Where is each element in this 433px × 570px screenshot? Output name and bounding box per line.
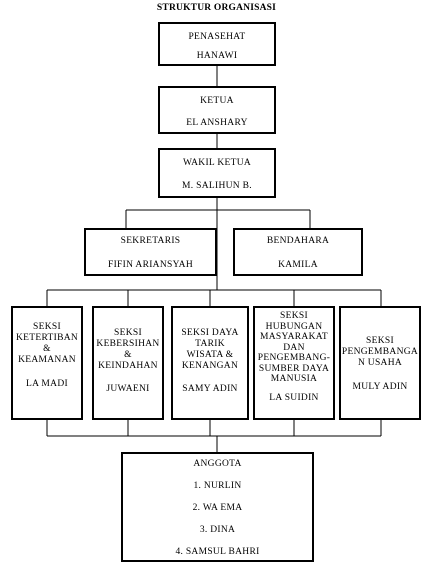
seksi-box-1: SEKSI KETERTIBAN & KEAMANAN LA MADI — [11, 306, 83, 420]
sekretaris-role: SEKRETARIS — [120, 236, 181, 246]
penasehat-box: PENASEHAT HANAWI — [158, 22, 276, 66]
anggota-member-2: 2. WA EMA — [192, 503, 243, 513]
sekretaris-box: SEKRETARIS FIFIN ARIANSYAH — [84, 228, 217, 276]
seksi-5-title: SEKSI PENGEMBANGA N USAHA — [341, 336, 419, 368]
bendahara-role: BENDAHARA — [266, 236, 330, 246]
anggota-member-3: 3. DINA — [199, 525, 236, 535]
anggota-member-4: 4. SAMSUL BAHRI — [175, 547, 260, 557]
anggota-member-1: 1. NURLIN — [193, 481, 242, 491]
seksi-3-name: SAMY ADIN — [182, 384, 238, 394]
wakil-ketua-name: M. SALIHUN B. — [182, 181, 252, 191]
anggota-label: ANGGOTA — [193, 459, 242, 469]
ketua-role: KETUA — [200, 96, 234, 106]
wakil-ketua-role: WAKIL KETUA — [182, 158, 252, 168]
ketua-box: KETUA EL ANSHARY — [158, 86, 276, 134]
seksi-4-title: SEKSI HUBUNGAN MASYARAKAT DAN PENGEMBANG… — [257, 311, 331, 384]
penasehat-role: PENASEHAT — [188, 32, 246, 42]
seksi-box-5: SEKSI PENGEMBANGA N USAHA MULY ADIN — [339, 306, 421, 420]
penasehat-name: HANAWI — [196, 51, 238, 61]
seksi-2-title: SEKSI KEBERSIHAN & KEINDAHAN — [96, 328, 160, 371]
seksi-1-title: SEKSI KETERTIBAN & KEAMANAN — [15, 322, 79, 365]
seksi-box-3: SEKSI DAYA TARIK WISATA & KENANGAN SAMY … — [171, 306, 249, 420]
chart-title: STRUKTUR ORGANISASI — [156, 3, 277, 13]
bendahara-name: KAMILA — [278, 260, 318, 270]
anggota-box: ANGGOTA 1. NURLIN 2. WA EMA 3. DINA 4. S… — [121, 452, 314, 562]
seksi-4-name: LA SUIDIN — [269, 392, 319, 403]
wakil-ketua-box: WAKIL KETUA M. SALIHUN B. — [158, 148, 276, 198]
seksi-3-title: SEKSI DAYA TARIK WISATA & KENANGAN — [181, 328, 239, 371]
seksi-box-4: SEKSI HUBUNGAN MASYARAKAT DAN PENGEMBANG… — [253, 306, 335, 420]
ketua-name: EL ANSHARY — [186, 118, 248, 128]
sekretaris-name: FIFIN ARIANSYAH — [108, 260, 193, 270]
seksi-2-name: JUWAENI — [106, 384, 150, 394]
seksi-1-name: LA MADI — [26, 379, 68, 389]
seksi-5-name: MULY ADIN — [352, 382, 408, 392]
seksi-box-2: SEKSI KEBERSIHAN & KEINDAHAN JUWAENI — [92, 306, 164, 420]
bendahara-box: BENDAHARA KAMILA — [233, 228, 363, 276]
